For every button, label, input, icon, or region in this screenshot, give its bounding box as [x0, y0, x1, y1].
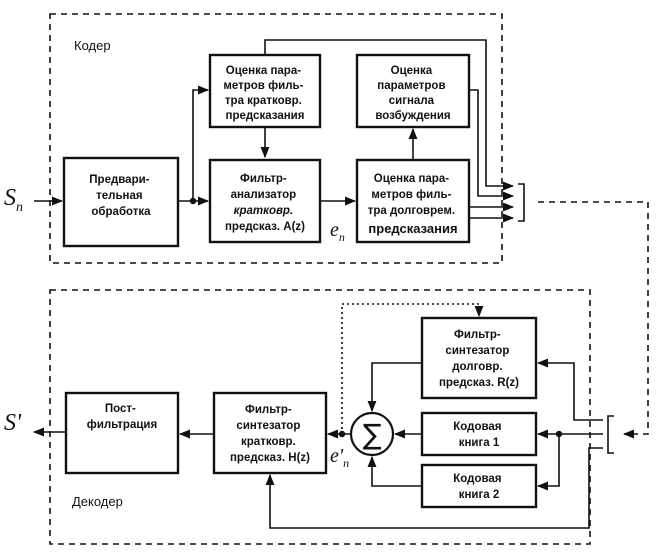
decoder-title: Декодер — [72, 494, 123, 509]
sigma-symbol: ∑ — [363, 418, 382, 451]
summation-node: ∑ — [349, 411, 395, 457]
coder-title: Кодер — [74, 38, 111, 53]
codebook2-to-sum — [367, 455, 422, 487]
svg-text:Пост- фильтрация: Пост- фильтрация — [87, 403, 157, 431]
channel-link — [538, 201, 649, 439]
stp-estimate-block: Оценка пара- метров филь- тра кратковр. … — [208, 53, 322, 129]
excitation-label: e'n — [330, 445, 349, 470]
svg-text:Оценка пара- метров филь: Оценка пара- метров филь- тра долговрем.… — [368, 173, 459, 236]
svg-text:Оценка параметров: Оценка параметров сигнала возбуждения — [375, 65, 450, 122]
svg-text:Кодовая книга 2: Кодовая книга 2 — [453, 473, 504, 501]
stp-params-output — [264, 39, 515, 191]
excitation-params-output — [469, 89, 515, 201]
codebook-2-block: Кодовая книга 2 — [420, 463, 538, 509]
svg-text:Фильтр- синтезатор: Фильтр- синтезатор кратковр. предсказ. H… — [230, 404, 310, 464]
codebook-1-block: Кодовая книга 1 — [420, 411, 538, 457]
svg-text:Фильтр- анализатор: Фильтр- анализатор кратковр. предсказ. A… — [225, 173, 305, 233]
input-signal-label: Sn — [4, 185, 23, 215]
coder-frame — [49, 13, 503, 264]
preprocessing-block: Предвари- тельная обработка — [62, 156, 180, 248]
ltp-estimate-block: Оценка пара- метров филь- тра долговрем.… — [355, 158, 471, 244]
svg-text:Предвари- тельная: Предвари- тельная обработка — [89, 174, 152, 218]
postfilter-block: Пост- фильтрация — [64, 391, 180, 475]
analyzer-filter-block: Фильтр- анализатор кратковр. предсказ. A… — [208, 158, 322, 244]
decoder-frame — [49, 289, 591, 545]
pre-to-stp-estimate — [192, 85, 210, 201]
long-term-synthesis-block: Фильтр- синтезатор долговр. предсказ. R(… — [420, 316, 538, 400]
excitation-estimate-block: Оценка параметров сигнала возбуждения — [355, 53, 471, 129]
svg-text:Кодовая книга 1: Кодовая книга 1 — [453, 421, 504, 449]
demultiplexer-bracket — [607, 415, 614, 454]
ltp-params-input — [536, 358, 603, 421]
multiplexer-bracket — [518, 183, 525, 222]
codebook2-input — [536, 434, 560, 491]
output-signal-label: S' — [4, 410, 22, 436]
feedback-dotted — [341, 303, 484, 434]
short-term-synthesis-block: Фильтр- синтезатор кратковр. предсказ. H… — [212, 391, 328, 475]
svg-text:Оценка пара- метров филь: Оценка пара- метров филь- тра кратковр. … — [223, 65, 306, 122]
stp-params-input — [265, 447, 603, 529]
residual-label: en — [330, 219, 345, 244]
svg-text:Фильтр- синтезатор: Фильтр- синтезатор долговр. предсказ. R(… — [439, 329, 519, 389]
ltp-to-sum — [367, 362, 422, 413]
